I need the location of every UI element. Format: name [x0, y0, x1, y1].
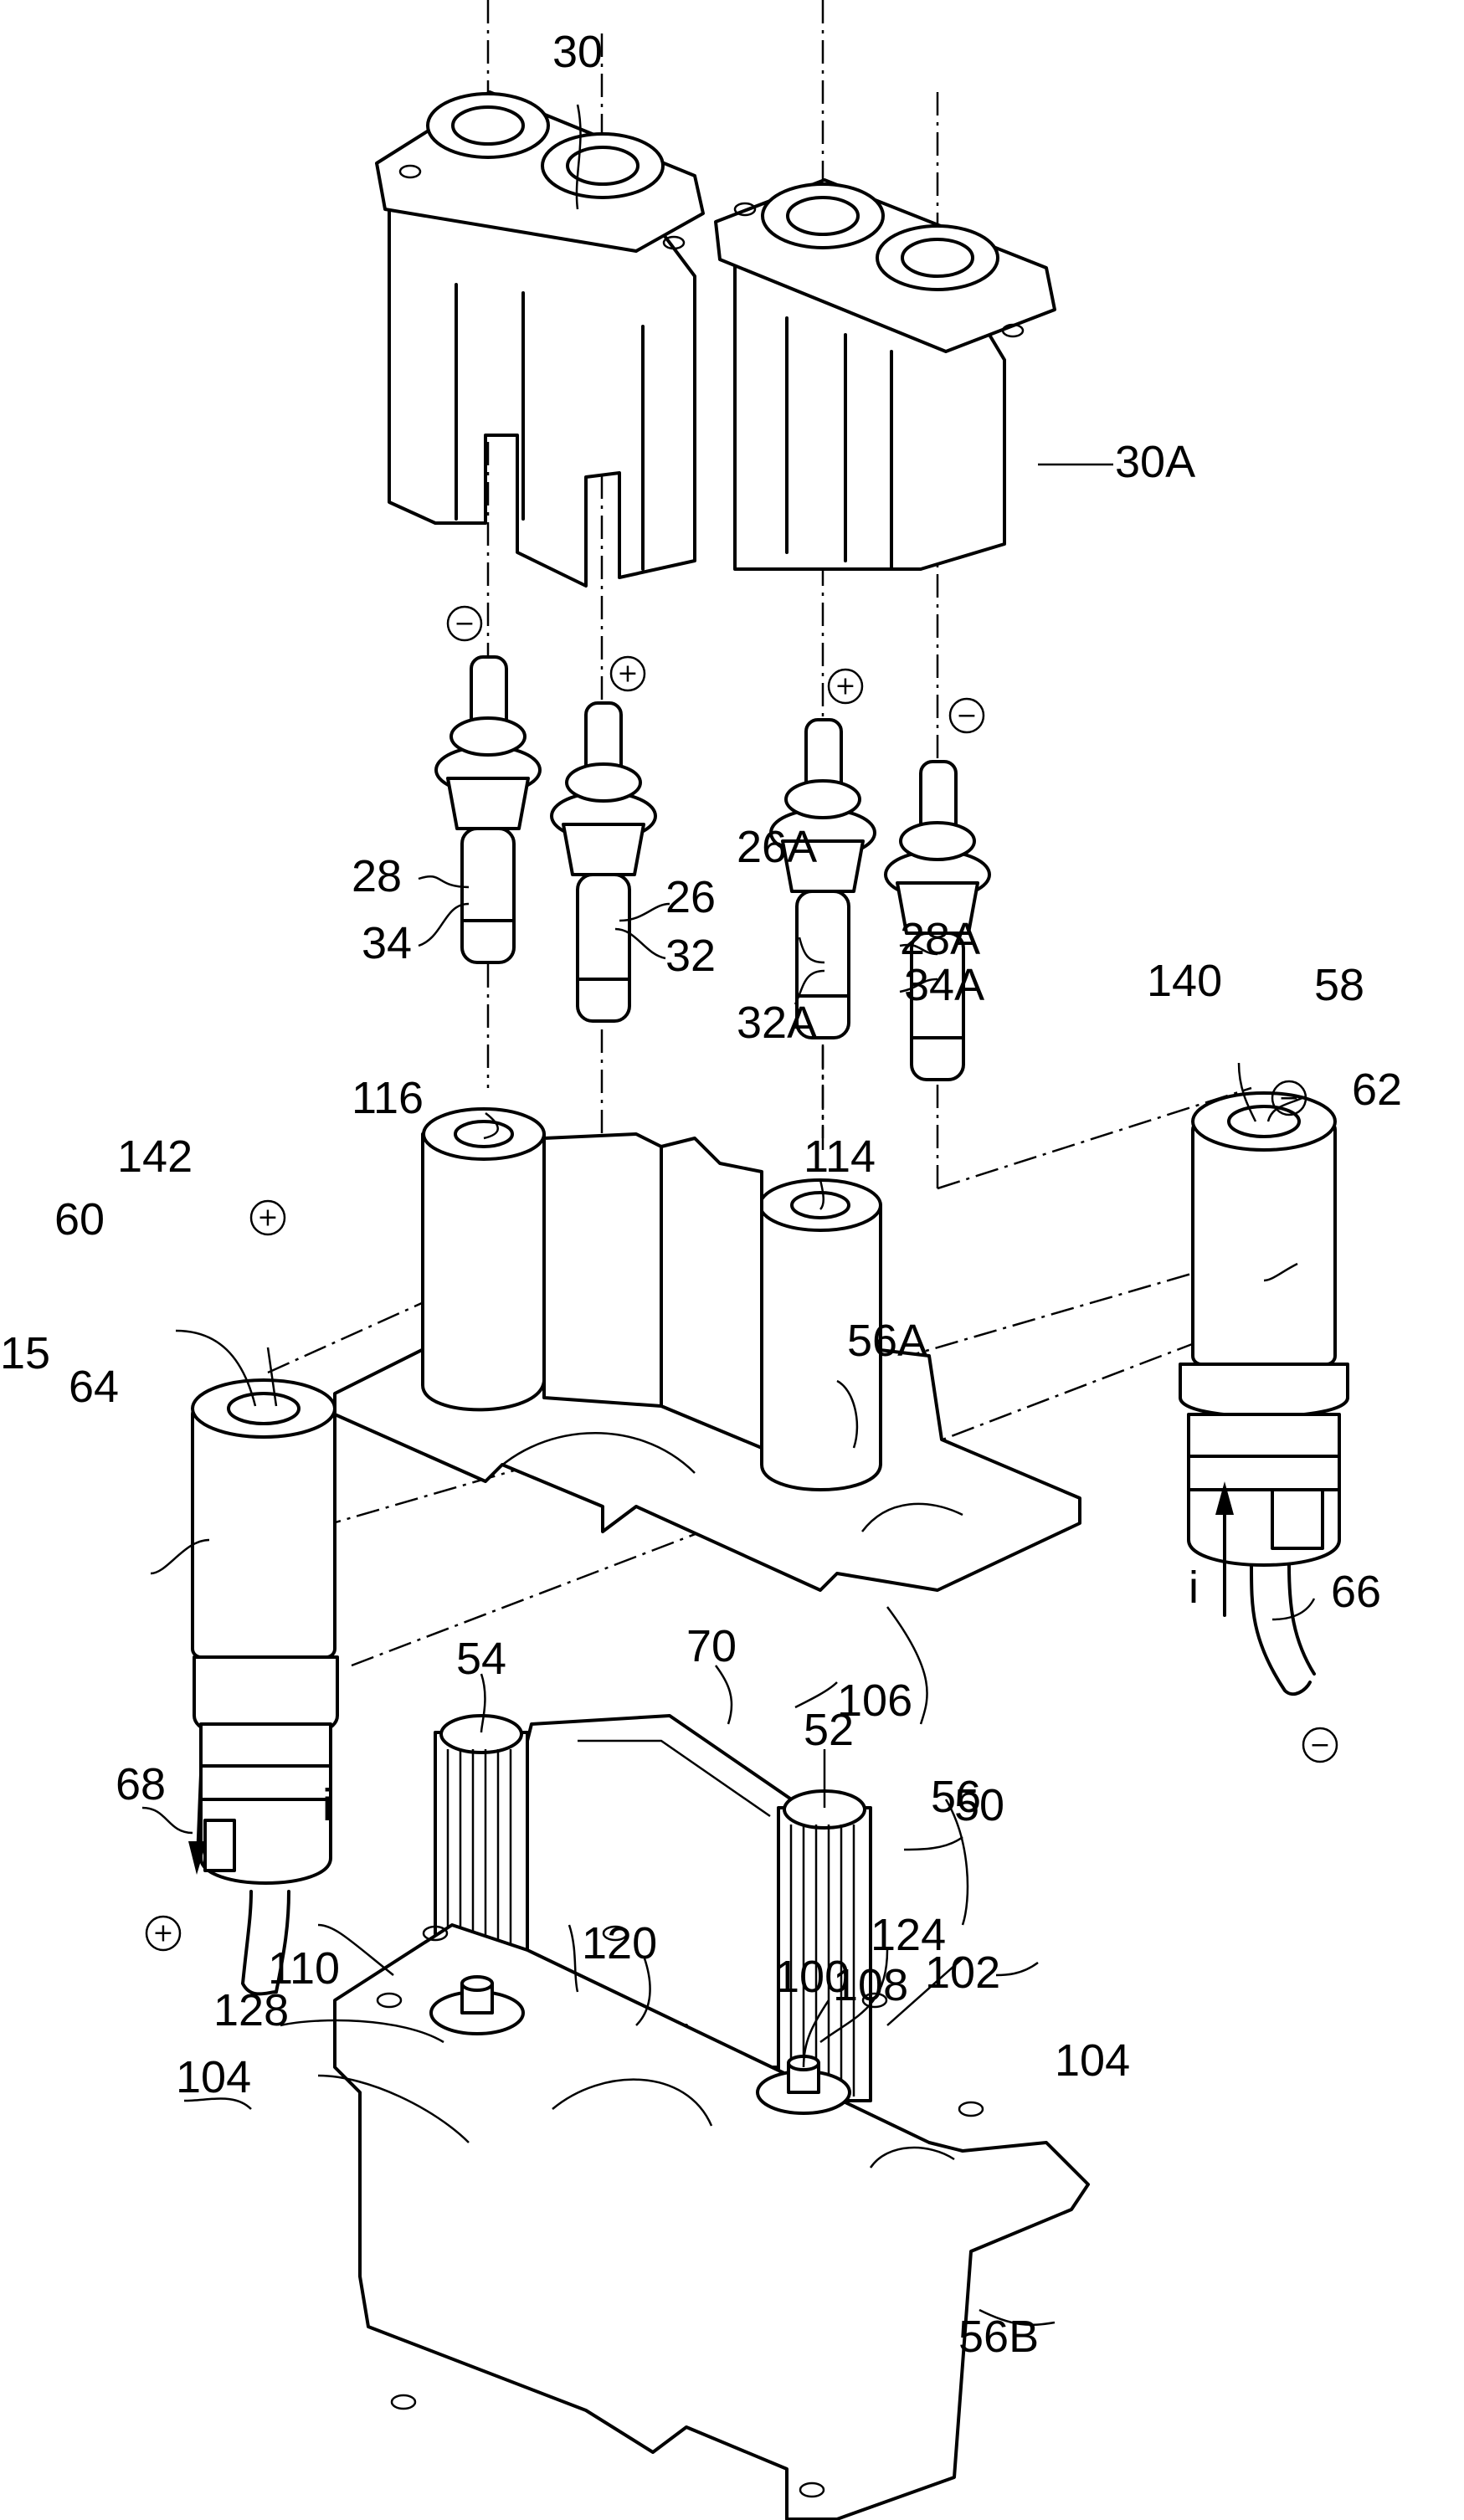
- negative-symbol-text: −: [454, 609, 475, 639]
- pin-28A: [884, 760, 991, 1081]
- label-60: 60: [54, 1194, 105, 1245]
- negative-symbol: [1271, 1080, 1307, 1116]
- label-108: 108: [833, 1960, 908, 2010]
- holder-30A: [714, 178, 1056, 571]
- positive-symbol: [827, 668, 864, 705]
- positive-symbol: [145, 1915, 182, 1952]
- label-15: 15: [0, 1328, 50, 1378]
- label-52: 52: [804, 1705, 854, 1755]
- label-32: 32: [665, 931, 716, 981]
- label-28A: 28A: [900, 914, 980, 964]
- label-104-right: 104: [1055, 2035, 1130, 2086]
- current-arrows: i i: [188, 1481, 1234, 1875]
- label-30: 30: [552, 27, 603, 77]
- pin-26A: [769, 718, 876, 1039]
- label-54: 54: [456, 1634, 506, 1684]
- positive-symbol: [249, 1199, 286, 1236]
- label-114: 114: [804, 1132, 876, 1182]
- positive-symbol-text: +: [617, 660, 638, 689]
- label-50: 50: [954, 1780, 1004, 1830]
- positive-symbol-text: +: [257, 1204, 278, 1233]
- base-56B: [333, 1923, 1090, 2520]
- label-62: 62: [1352, 1065, 1402, 1115]
- pin-26: [550, 701, 657, 1023]
- socket-116: [421, 1107, 663, 1412]
- polarity-symbols: − + + − + − − +: [145, 605, 1338, 1952]
- label-124: 124: [871, 1910, 946, 1960]
- label-102: 102: [925, 1948, 1000, 1998]
- reference-labels: 30 30A 28 34 26 32 26A 32A 28A 34A 116 1…: [0, 27, 1402, 2362]
- negative-symbol-text: −: [1309, 1731, 1330, 1760]
- label-30A: 30A: [1115, 437, 1195, 487]
- post-110: [429, 1975, 525, 2035]
- positive-symbol: [609, 655, 646, 692]
- fin-52: [777, 1789, 872, 2102]
- label-34: 34: [362, 918, 412, 968]
- label-70: 70: [686, 1621, 737, 1671]
- label-56A: 56A: [847, 1316, 927, 1366]
- negative-symbol-text: −: [1278, 1084, 1299, 1113]
- label-104-left: 104: [176, 2052, 251, 2102]
- label-28: 28: [352, 851, 402, 901]
- label-56: 56: [931, 1772, 981, 1822]
- label-140: 140: [1147, 956, 1222, 1006]
- current-label-right: i: [1189, 1563, 1199, 1613]
- label-142: 142: [117, 1132, 193, 1182]
- label-120: 120: [582, 1918, 657, 1968]
- label-116: 116: [352, 1073, 424, 1123]
- leader-lines: [141, 104, 1316, 2326]
- label-66: 66: [1331, 1567, 1381, 1617]
- negative-symbol-text: −: [956, 701, 977, 731]
- label-128: 128: [213, 1985, 289, 2035]
- connector-60: [191, 1378, 339, 1996]
- label-32A: 32A: [737, 998, 817, 1048]
- socket-114: [660, 1137, 882, 1491]
- label-64: 64: [69, 1362, 119, 1412]
- pin-28: [434, 655, 542, 964]
- label-110: 110: [268, 1943, 340, 1994]
- current-label-left: i: [322, 1780, 332, 1830]
- label-26: 26: [665, 872, 716, 922]
- label-106: 106: [837, 1676, 912, 1726]
- holder-30: [375, 90, 705, 588]
- negative-symbol: [948, 697, 985, 734]
- connector-58: [1179, 1091, 1349, 1696]
- positive-symbol-text: +: [152, 1919, 173, 1948]
- negative-symbol: [1302, 1727, 1338, 1763]
- label-26A: 26A: [737, 822, 817, 872]
- label-58: 58: [1314, 960, 1364, 1010]
- positive-symbol-text: +: [835, 672, 855, 701]
- label-68: 68: [116, 1759, 166, 1809]
- label-56B: 56B: [958, 2312, 1039, 2362]
- label-100: 100: [774, 1952, 850, 2002]
- negative-symbol: [446, 605, 483, 642]
- label-34A: 34A: [904, 960, 984, 1010]
